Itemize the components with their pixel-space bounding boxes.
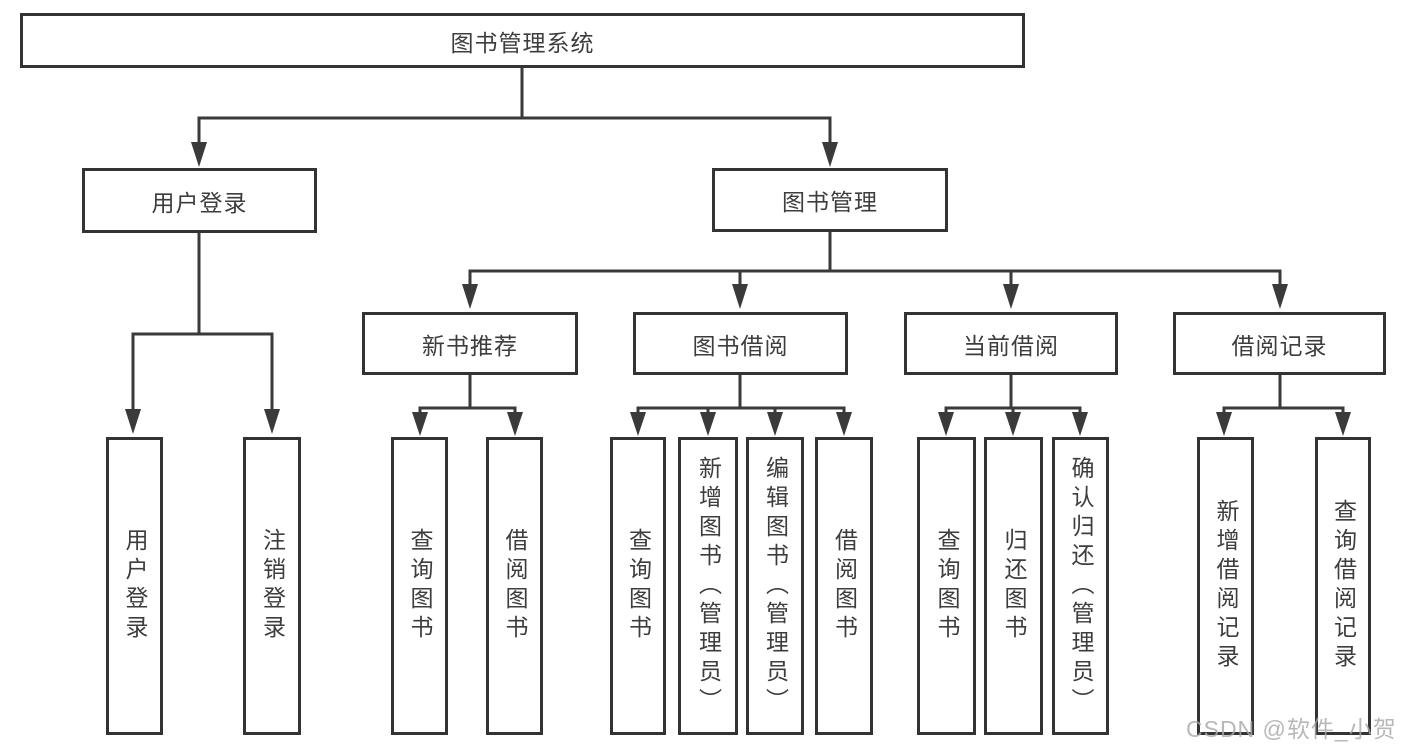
connector-book-borrowing-to-children (630, 372, 852, 436)
connector-root-to-level2 (191, 66, 838, 167)
node-leaf-return-books: 归还图书 (984, 437, 1043, 735)
connector-borrowing-records-to-children (1216, 372, 1351, 436)
node-leaf-query-borrow-record-label: 查询借阅记录 (1330, 499, 1357, 673)
node-leaf-borrow-books-1-label: 借阅图书 (502, 528, 528, 644)
node-leaf-borrow-books-1: 借阅图书 (486, 437, 543, 735)
node-leaf-edit-books: 编辑图书（管理员） (746, 437, 804, 735)
node-leaf-borrow-books-2-label: 借阅图书 (831, 528, 858, 644)
node-leaf-query-borrow-record: 查询借阅记录 (1315, 437, 1371, 735)
node-leaf-add-books: 新增图书（管理员） (678, 437, 738, 735)
node-new-book-recommend-label: 新书推荐 (422, 332, 518, 359)
node-leaf-confirm-return: 确认归还（管理员） (1052, 437, 1109, 735)
node-leaf-query-books-3-label: 查询图书 (934, 528, 960, 644)
connector-new-book-recommend-to-children (412, 372, 523, 436)
node-leaf-logout-label: 注销登录 (259, 528, 286, 644)
node-new-book-recommend: 新书推荐 (362, 312, 578, 375)
node-current-borrowing-label: 当前借阅 (963, 332, 1059, 359)
node-leaf-user-login-label: 用户登录 (122, 528, 148, 644)
node-leaf-query-books-1: 查询图书 (391, 437, 448, 735)
node-leaf-confirm-return-label: 确认归还（管理员） (1068, 455, 1094, 717)
node-book-management: 图书管理 (712, 168, 948, 232)
node-borrowing-records: 借阅记录 (1173, 312, 1386, 375)
node-leaf-add-borrow-record: 新增借阅记录 (1197, 437, 1254, 735)
node-user-login-label: 用户登录 (151, 189, 248, 216)
node-leaf-edit-books-label: 编辑图书（管理员） (762, 455, 789, 717)
node-book-management-label: 图书管理 (782, 189, 878, 215)
node-current-borrowing: 当前借阅 (904, 312, 1118, 375)
connector-book-management-to-level3 (462, 229, 1288, 309)
node-leaf-query-books-2: 查询图书 (610, 437, 666, 735)
node-leaf-return-books-label: 归还图书 (1001, 528, 1027, 644)
node-leaf-logout: 注销登录 (243, 437, 301, 735)
connector-current-borrowing-to-children (938, 372, 1088, 436)
node-leaf-borrow-books-2: 借阅图书 (815, 437, 873, 735)
node-leaf-query-books-2-label: 查询图书 (625, 528, 652, 644)
node-root: 图书管理系统 (20, 13, 1025, 68)
watermark: CSDN @软件_小贺同学 (1186, 716, 1397, 742)
node-borrowing-records-label: 借阅记录 (1231, 332, 1328, 359)
node-book-borrowing-label: 图书借阅 (692, 332, 789, 359)
node-leaf-add-borrow-record-label: 新增借阅记录 (1213, 499, 1239, 673)
node-leaf-query-books-1-label: 查询图书 (407, 528, 433, 644)
node-book-borrowing: 图书借阅 (633, 312, 848, 375)
node-leaf-add-books-label: 新增图书（管理员） (695, 455, 722, 717)
connector-user-login-to-children (125, 230, 280, 434)
node-root-label: 图书管理系统 (450, 29, 595, 56)
node-user-login: 用户登录 (82, 168, 317, 233)
node-leaf-user-login: 用户登录 (106, 437, 163, 735)
node-leaf-query-books-3: 查询图书 (917, 437, 976, 735)
